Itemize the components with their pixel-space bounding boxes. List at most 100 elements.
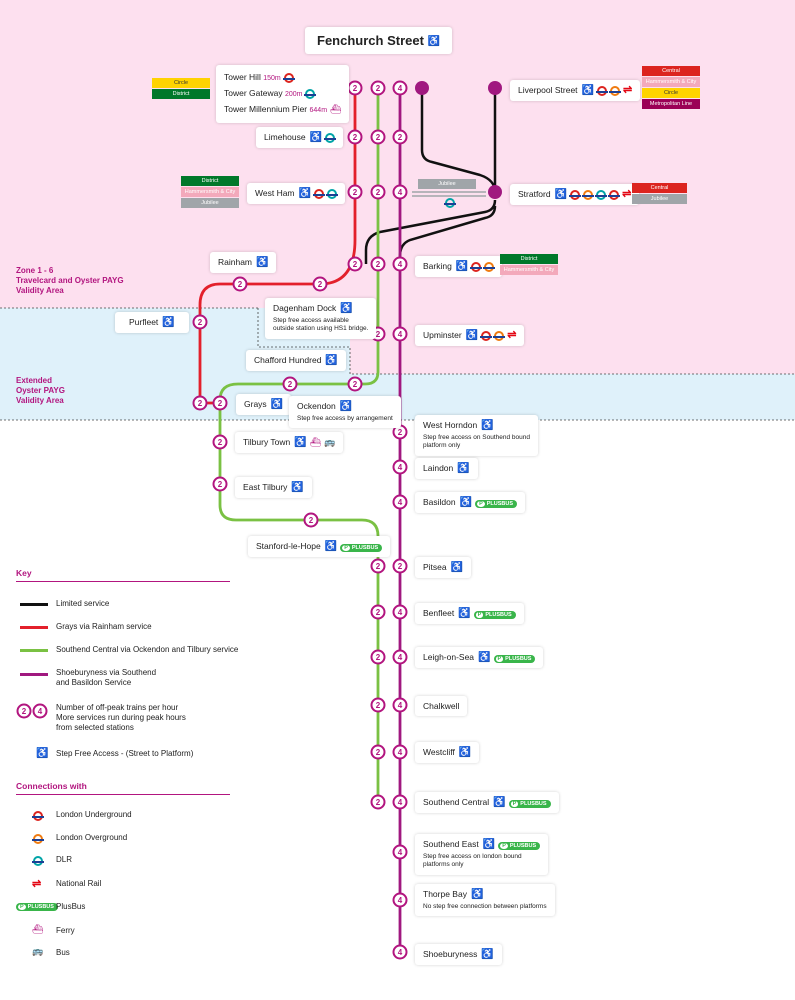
frequency-marker [392,697,408,713]
connection-plusbus: PlusBus [56,902,86,911]
station-pitsea[interactable]: Pitsea♿ [415,557,472,579]
frequency-marker [370,697,386,713]
overground-icon [32,834,44,844]
key-line-green [20,649,48,652]
frequency-marker [370,604,386,620]
station-barking[interactable]: Barking♿ [415,256,503,278]
station-west-ham[interactable]: West Ham♿ [247,183,345,205]
frequency-marker-label: 4 [398,498,403,507]
frequency-marker-label: 4 [398,798,403,807]
underground-icon [470,261,483,272]
frequency-marker-label: 4 [398,896,403,905]
line-chip: District [500,254,558,264]
note-line: platforms only [423,861,464,869]
overground-icon [609,85,621,96]
station-chafford-hundred[interactable]: Chafford Hundred♿ [246,350,346,372]
station-east-tilbury[interactable]: East Tilbury♿ [235,477,312,499]
station-rainham[interactable]: Rainham♿ [210,252,277,274]
station-westcliff[interactable]: Westcliff♿ [415,742,480,764]
frequency-marker-label: 4 [398,463,403,472]
station-liverpool-street[interactable]: Liverpool Street♿⇌ [510,80,641,102]
frequency-marker-label: 2 [218,480,223,489]
station-ockendon[interactable]: Ockendon♿ Step free access by arrangemen… [289,396,401,429]
station-purfleet[interactable]: Purfleet♿ [115,312,189,334]
frequency-marker [392,604,408,620]
frequency-marker-label: 2 [198,399,203,408]
plusbus-text: PLUSBUS [351,545,379,551]
frequency-marker [370,794,386,810]
station-grays[interactable]: Grays♿ [236,394,292,416]
station-name: Westcliff [423,747,455,757]
connection-bus: Bus [56,948,70,957]
line-chip: District [181,176,239,186]
accessible-icon: ♿ [459,497,473,509]
station-dagenham-dock[interactable]: Dagenham Dock♿ Step free access availabl… [265,298,377,339]
station-name: Pitsea [423,562,447,572]
station-tilbury-town[interactable]: Tilbury Town♿⛴🚌 [235,432,344,454]
station-name: Ockendon [297,401,336,411]
frequency-marker-label: 2 [398,562,403,571]
frequency-marker-label: 2 [376,84,381,93]
frequency-marker [282,376,298,392]
frequency-marker [392,558,408,574]
underground-icon [596,85,608,96]
station-name: Liverpool Street [518,85,578,95]
frequency-marker [392,459,408,475]
station-stratford[interactable]: Stratford♿⇌ [510,184,640,206]
dlr-icon [32,856,44,866]
station-thorpe-bay[interactable]: Thorpe Bay♿ No step free connection betw… [415,884,555,917]
plusbus-text: PLUSBUS [520,801,547,807]
frequency-marker [392,80,408,96]
frequency-marker-label: 2 [309,516,314,525]
accessible-icon: ♿ [291,482,304,494]
frequency-marker [392,649,408,665]
accessible-icon: ♿ [256,257,269,269]
line-chip: Central [632,183,687,193]
overground-icon [493,330,506,341]
key-freq-two: 2 [22,707,27,716]
connection-dlr: DLR [56,855,73,864]
line-chip: Central [642,66,700,76]
key-basildon-line: Shoeburyness via Southend [56,668,157,677]
station-shoeburyness[interactable]: Shoeburyness♿ [415,944,502,966]
accessible-icon: ♿ [36,748,49,759]
station-chalkwell[interactable]: Chalkwell [415,696,468,716]
plusbus-text: PLUSBUS [27,904,54,910]
station-west-horndon[interactable]: West Horndon♿ Step free access on Southe… [415,415,538,456]
station-upminster[interactable]: Upminster♿⇌ [415,325,525,347]
station-limehouse[interactable]: Limehouse♿ [256,127,344,149]
title-text: Fenchurch Street [317,33,424,48]
national-rail-icon: ⇌ [507,329,517,341]
line-chip: Jubilee [418,179,476,189]
underground-icon [312,188,325,199]
station-laindon[interactable]: Laindon♿ [415,458,478,480]
frequency-marker-label: 4 [398,748,403,757]
frequency-marker [370,184,386,200]
key-line-purple [20,673,48,676]
station-name: Chafford Hundred [254,355,322,365]
line-chip: Hammersmith & City [642,77,700,87]
station-name: Thorpe Bay [423,889,467,899]
station-name: Rainham [218,257,253,267]
station-tower-group[interactable]: Tower Hill 150m Tower Gateway 200m Tower… [216,65,350,123]
frequency-marker-label: 4 [398,188,403,197]
station-name: Stratford [518,189,551,199]
extended-zone-area-lower [350,374,795,420]
frequency-marker-label: 2 [353,380,358,389]
frequency-marker-label: 2 [376,608,381,617]
frequency-marker-label: 2 [376,701,381,710]
frequency-marker-label: 2 [218,438,223,447]
accessible-icon: ♿ [324,541,338,553]
frequency-marker [370,558,386,574]
frequency-marker [370,744,386,760]
note-line: Step free access on london bound [423,853,522,861]
frequency-marker-label: 2 [376,798,381,807]
